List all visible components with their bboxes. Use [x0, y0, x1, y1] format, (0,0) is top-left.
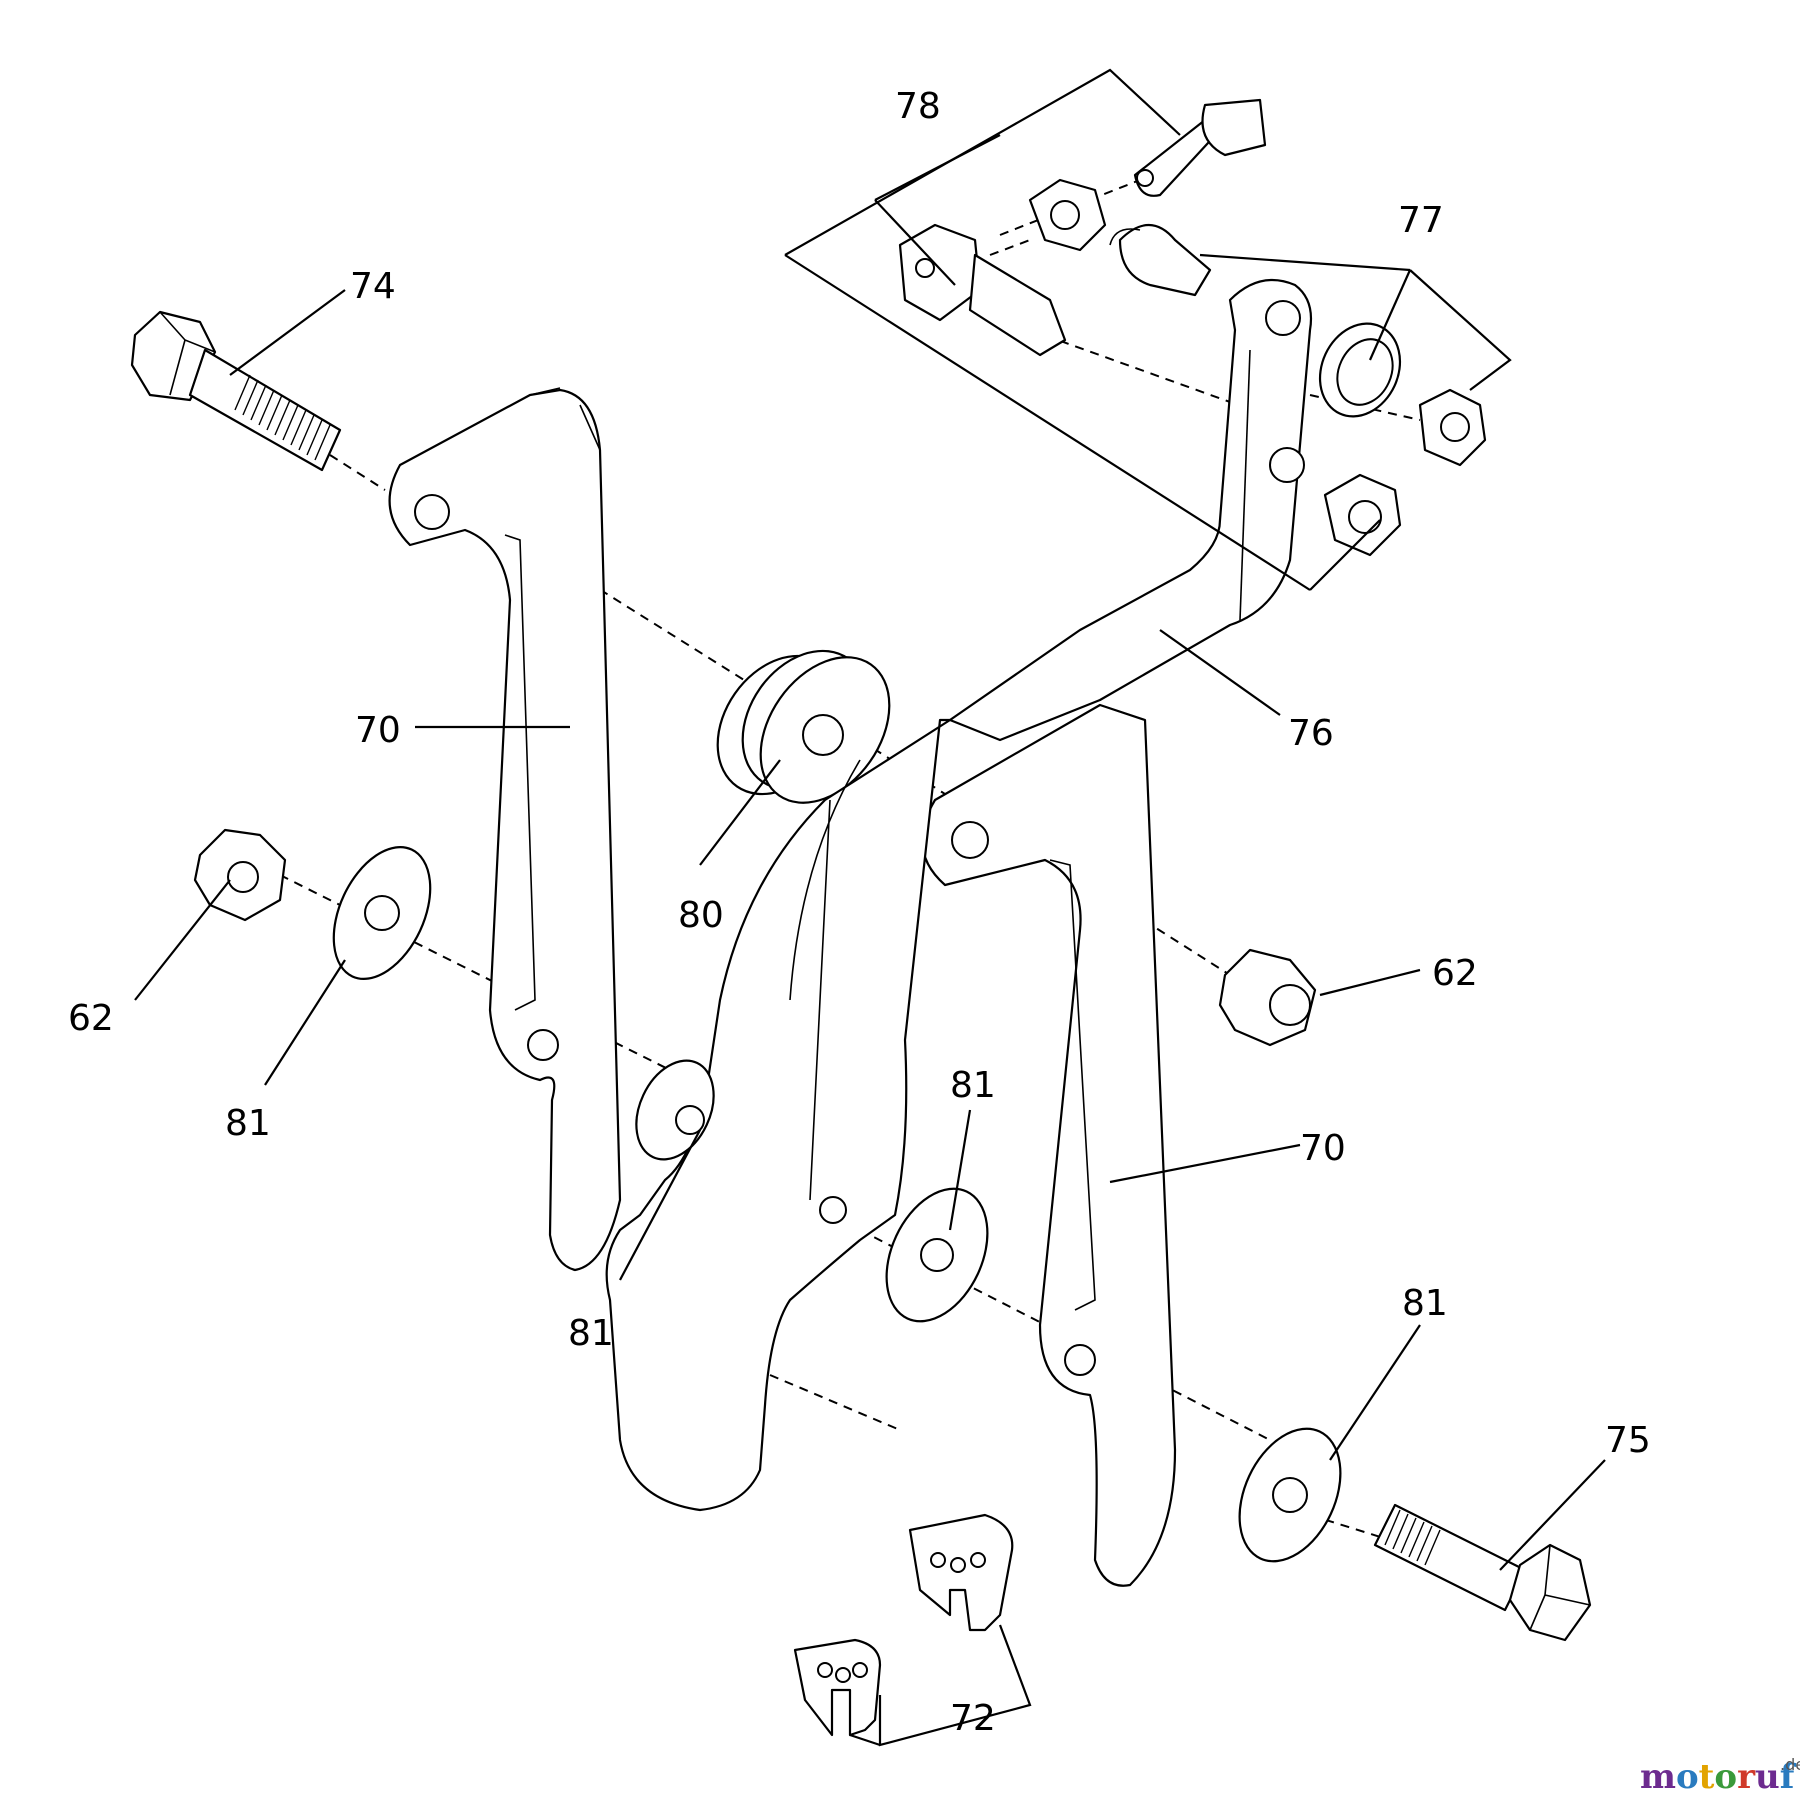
washer-81-center-top: [885, 1187, 989, 1323]
washer-81-right: [1238, 1427, 1342, 1563]
washer-81-left: [332, 846, 432, 980]
hex-bolt-75: [1373, 1503, 1592, 1642]
callout-78: 78: [895, 86, 941, 127]
callout-77: 77: [1398, 200, 1444, 241]
hex-bolt-74: [130, 310, 342, 472]
callout-75: 75: [1605, 1420, 1651, 1461]
lock-nut-62-right: [1218, 948, 1317, 1047]
leader-lines: [134, 68, 1606, 1747]
center-lever-plate: [605, 718, 952, 1512]
watermark-brand: motoruf: [1640, 1757, 1797, 1797]
bracket-arm-76: [948, 278, 1313, 742]
callout-62-left: 62: [68, 998, 114, 1039]
callout-80: 80: [678, 895, 724, 936]
callout-72: 72: [950, 1698, 996, 1739]
callout-62-right: 62: [1432, 953, 1478, 994]
clip-and-nuts-77: [1318, 322, 1487, 557]
callout-81-center-top: 81: [950, 1065, 996, 1106]
lever-arm-70-right: [921, 703, 1177, 1587]
callout-labels: 78 77 74 76 70 80 62 81 62 81 70 81 81 7…: [68, 86, 1651, 1739]
pivot-pin-78-group: [898, 98, 1267, 357]
watermark-tld: .de: [1780, 1755, 1800, 1774]
callout-81-right: 81: [1402, 1283, 1448, 1324]
brake-pads-72: [793, 1513, 1014, 1737]
callout-76: 76: [1288, 713, 1334, 754]
callout-81-center: 81: [568, 1313, 614, 1354]
callout-74: 74: [350, 266, 396, 307]
lever-arm-70-left: [388, 387, 622, 1272]
callout-81-left: 81: [225, 1103, 271, 1144]
callout-70-left: 70: [355, 710, 401, 751]
callout-70-right: 70: [1300, 1128, 1346, 1169]
motoruf-watermark: motoruf .de: [1640, 1755, 1800, 1797]
